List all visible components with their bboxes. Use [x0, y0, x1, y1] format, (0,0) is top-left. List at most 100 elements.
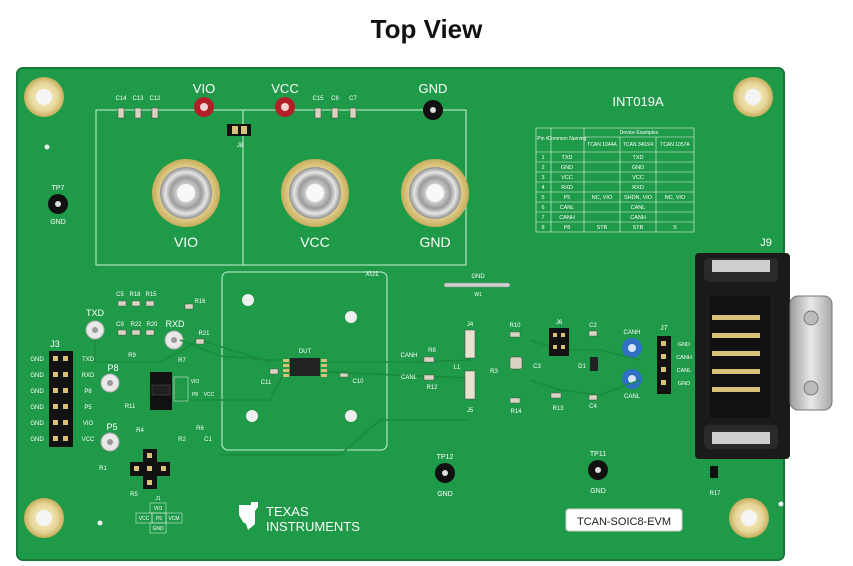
vio-testpoint	[194, 97, 214, 117]
pin-table-cell: VCC	[632, 175, 644, 181]
gnd-testpoint	[423, 100, 443, 120]
j1-label: J1	[155, 496, 161, 502]
pin-table-cell: 4	[541, 185, 544, 191]
j3-pin-3-right: P8	[84, 389, 92, 395]
gnd-wire-bar	[443, 282, 511, 288]
vcc-tp-label: VCC	[271, 81, 298, 96]
board-name-label-bg	[565, 508, 683, 532]
j9-label: J9	[760, 237, 772, 249]
table-header-common: Common Naming	[548, 136, 587, 142]
page-title: Top View	[370, 14, 483, 44]
mounting-hole-tr	[733, 77, 773, 117]
gnd-bar-label: GND	[471, 274, 485, 280]
tp7-label: TP7	[52, 185, 65, 192]
j1-vcm-label: VCM	[168, 516, 179, 522]
j8-jumper	[227, 124, 251, 136]
tp11-testpoint	[588, 460, 608, 480]
j3-pin-5-left: GND	[30, 421, 44, 427]
tp12-gnd-label: GND	[437, 491, 453, 498]
rxd-label: RXD	[165, 319, 185, 329]
j9-db9-connector	[695, 253, 833, 459]
small-p8-label: P8	[192, 392, 198, 398]
j5-label: J5	[467, 408, 474, 414]
canh-tp-label: CANH	[623, 330, 640, 336]
c5-label: C5	[116, 292, 124, 298]
dut-chip	[283, 358, 327, 377]
pin-table-cell: 5	[541, 195, 544, 201]
tp7-gnd-label: GND	[50, 219, 66, 226]
j1-vcc-label: VCC	[139, 516, 150, 522]
d1-label: D1	[578, 364, 586, 370]
j3-pin-6-left: GND	[30, 437, 44, 443]
pin-table-cell: 8	[541, 225, 544, 231]
vcc-terminal	[281, 159, 349, 227]
r10-label: R10	[509, 323, 521, 329]
j3-pin-4-right: P5	[84, 405, 92, 411]
txd-testpoint	[85, 320, 105, 340]
r8-label: R8	[428, 348, 436, 354]
j7-pin-1: GND	[678, 342, 690, 348]
pin-table-cell: NC, VIO	[592, 195, 613, 201]
mounting-hole-tl	[24, 77, 64, 117]
pin-table-cell: RXD	[561, 185, 573, 191]
r15-label: R15	[145, 292, 157, 298]
pin-table-cell: S	[673, 225, 677, 231]
j1-p5-label: P5	[156, 516, 162, 522]
pin-table-cell: CANL	[560, 205, 575, 211]
j3-pin-4-left: GND	[30, 405, 44, 411]
can-smd-parts	[423, 330, 598, 404]
c1-label: C1	[204, 437, 212, 443]
j3-pin-2-left: GND	[30, 373, 44, 379]
r14-label: R14	[510, 409, 522, 415]
r2-label: R2	[178, 437, 186, 443]
j6-header	[549, 328, 569, 356]
small-vio-label: VIO	[191, 379, 200, 385]
j3-header	[49, 351, 73, 447]
pin-table-cell: VCC	[561, 175, 573, 181]
r17-part	[710, 466, 718, 478]
ti-logo	[239, 502, 258, 530]
c10-label: C10	[352, 379, 364, 385]
j6-label: J6	[556, 320, 563, 326]
j7-pin-4: GND	[678, 381, 690, 387]
c3-part	[509, 356, 523, 370]
pin-table-cell: 2	[541, 165, 544, 171]
board-name-label: TCAN-SOIC8-EVM	[577, 516, 671, 528]
j1-header	[130, 449, 170, 489]
txd-label: TXD	[86, 308, 105, 318]
pin-table-cell: CANH	[559, 215, 575, 221]
xu1-pads	[242, 294, 357, 422]
table-subheader-3: TCAN 1057A	[660, 142, 690, 148]
c4-label: C4	[589, 404, 597, 410]
j7-pin-3: CANL	[677, 368, 692, 374]
r3-label: R3	[490, 369, 498, 375]
j3-pin-1-left: GND	[30, 357, 44, 363]
c9-label: C9	[116, 322, 124, 328]
w1-label: W1	[474, 292, 482, 298]
r13-label: R13	[552, 406, 564, 412]
j4-label: J4	[467, 322, 474, 328]
r12-label: R12	[426, 385, 438, 391]
pin-table-cell: TXD	[562, 155, 573, 161]
pin-table-cell: STB	[633, 225, 644, 231]
j7-label: J7	[660, 325, 668, 332]
pin-table-cell: GND	[632, 165, 644, 171]
r16-label: R16	[194, 299, 206, 305]
c2-label: C2	[589, 323, 597, 329]
canh-small-label: CANH	[400, 353, 417, 359]
tp11-label: TP11	[590, 451, 606, 458]
canl-small-label: CANL	[401, 375, 418, 381]
p5-label: P5	[106, 422, 117, 432]
j3-pin-5-right: VIO	[83, 421, 94, 427]
j3-pin-3-left: GND	[30, 389, 44, 395]
pin-table-cell: 6	[541, 205, 544, 211]
c12-label: C12	[149, 96, 161, 102]
table-subheader-1: TCAN 1044A	[587, 142, 617, 148]
gnd-terminal	[401, 159, 469, 227]
pin-table-cell: 3	[541, 175, 544, 181]
c6-label: C6	[331, 96, 339, 102]
r18-label: R18	[129, 292, 141, 298]
pin-table-cell: RXD	[632, 185, 644, 191]
j3-pin-1-right: TXD	[82, 357, 95, 363]
vio-terminal	[152, 159, 220, 227]
